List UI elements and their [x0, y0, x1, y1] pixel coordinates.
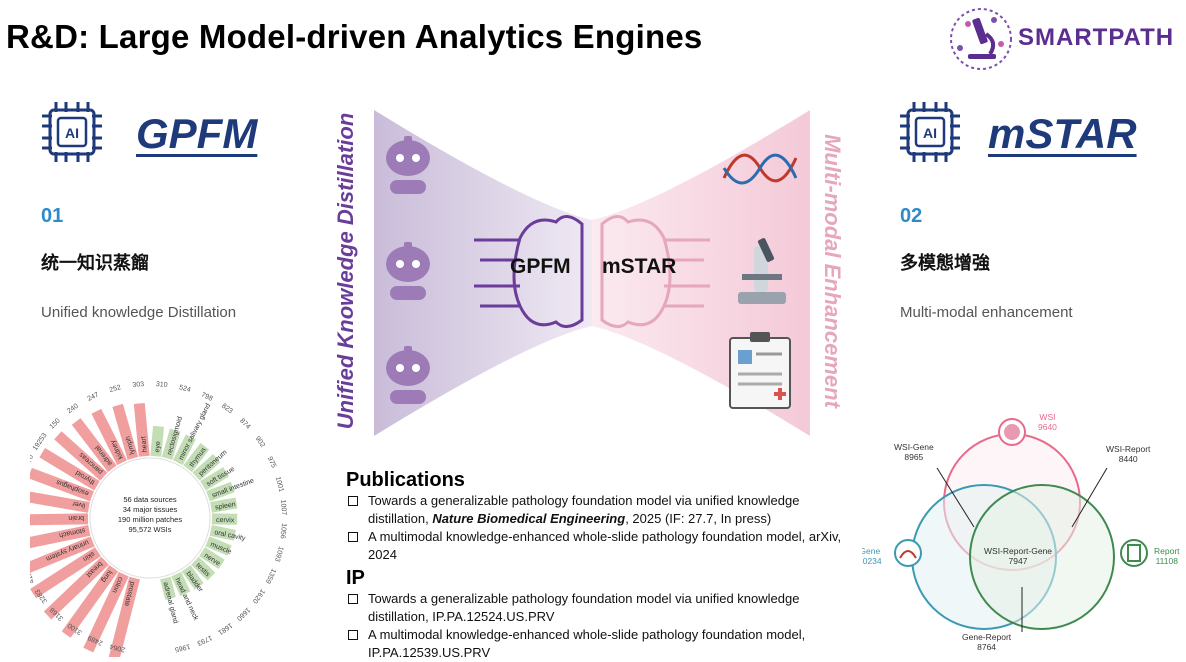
radial-count-label: 1007: [279, 499, 287, 515]
radial-count-label: 1793: [196, 634, 213, 647]
radial-center-text: 34 major tissues: [123, 505, 178, 514]
publication-text-end: , 2025 (IF: 27.7, In press): [625, 511, 772, 526]
publications-section: Publications Towards a generalizable pat…: [346, 468, 846, 662]
radial-center-text: 190 million patches: [118, 515, 182, 524]
vertical-label-left: Unified Knowledge Distillation: [333, 112, 358, 430]
radial-bar: cervix: [211, 513, 238, 525]
radial-tissue-label: brain: [68, 514, 84, 521]
svg-text:AI: AI: [65, 125, 79, 141]
section-number: 01: [41, 205, 64, 227]
radial-center-text: 56 data sources: [123, 495, 177, 504]
radial-count-label: 975: [266, 456, 277, 470]
distillation-diagram: [370, 110, 814, 436]
radial-bar: spleen: [210, 497, 238, 513]
logo-text: SMARTPATH: [1018, 24, 1175, 51]
radial-bar: lymph: [112, 403, 139, 460]
section-chinese-title: 统一知识蒸餾: [41, 253, 149, 273]
publication-journal: Nature Biomedical Engineering: [432, 511, 626, 526]
radial-tissue-label: spleen: [215, 501, 237, 511]
gpfm-title: GPFM: [136, 110, 258, 157]
radial-count-label: 823: [220, 403, 234, 416]
publication-item: Towards a generalizable pathology founda…: [346, 492, 846, 528]
brain-label-mstar: mSTAR: [602, 255, 677, 278]
radial-count-label: 150: [49, 417, 62, 430]
radial-tissue-label: lymph: [125, 435, 137, 455]
radial-tissue-label: liver: [71, 499, 86, 508]
radial-count-label: 310: [156, 381, 168, 389]
svg-text:AI: AI: [923, 125, 937, 141]
radial-count-label: 240: [66, 403, 80, 416]
radial-tissue-label: adrenal gland: [162, 581, 179, 624]
radial-count-label: 1093: [273, 545, 284, 562]
section-subtitle: Unified knowledge Distillation: [41, 304, 237, 321]
microscope-brain-logo-icon: [950, 8, 1012, 70]
section-number: 02: [900, 205, 923, 227]
radial-count-label: 2064: [109, 642, 126, 653]
radial-count-label: 1359: [264, 567, 277, 584]
radial-count-label: 524: [178, 384, 191, 394]
radial-bar: liver: [30, 490, 90, 513]
section-chinese-title: 多模態增強: [900, 253, 990, 273]
ip-heading: IP: [346, 567, 365, 589]
page-title: R&D: Large Model-driven Analytics Engine…: [6, 18, 703, 55]
radial-count-label: 902: [254, 435, 266, 449]
radial-bar: heart: [133, 402, 150, 457]
radial-count-label: 798: [200, 392, 214, 403]
ai-chip-icon: AI: [40, 100, 104, 164]
radial-tissue-label: eye: [154, 441, 162, 453]
publication-text: A multimodal knowledge-enhanced whole-sl…: [368, 529, 842, 562]
radial-count-label: 4121: [30, 567, 36, 584]
mstar-title: mSTAR: [988, 110, 1137, 157]
brain-label-gpfm: GPFM: [510, 255, 571, 278]
section-subtitle: Multi-modal enhancement: [900, 304, 1073, 321]
radial-tissue-label: heart: [140, 436, 148, 453]
smartpath-logo: [946, 4, 1178, 74]
microscope-icon: [738, 238, 786, 304]
radial-count-label: 1681: [216, 621, 233, 636]
radial-center-text: 95,572 WSIs: [129, 525, 172, 534]
radial-bar: brain: [30, 513, 89, 526]
radial-count-label: 247: [86, 391, 100, 402]
radial-count-label: 874: [238, 417, 251, 430]
publication-item: A multimodal knowledge-enhanced whole-sl…: [346, 528, 846, 564]
radial-count-label: 1965: [174, 642, 191, 653]
ip-item: Towards a generalizable pathology founda…: [346, 590, 846, 626]
publications-heading: Publications: [346, 469, 465, 491]
radial-count-label: 1001: [274, 476, 285, 493]
radial-count-label: 1056: [279, 523, 287, 539]
radial-count-label: 1620: [251, 588, 266, 605]
dna-icon: [722, 153, 798, 185]
radial-bar: eye: [150, 425, 165, 457]
vertical-label-right: Multi-modal Enhancement: [820, 134, 845, 408]
radial-tissue-label: cervix: [216, 517, 235, 524]
ai-chip-icon: AI: [898, 100, 962, 164]
radial-count-label: 303: [132, 381, 144, 389]
venn-gene-label: Gene10234: [862, 546, 882, 566]
radial-count-label: 252: [109, 384, 122, 394]
radial-count-label: 1660: [235, 606, 251, 622]
publication-text: Towards a generalizable pathology founda…: [368, 493, 800, 526]
ip-item: A multimodal knowledge-enhanced whole-sl…: [346, 626, 846, 662]
clipboard-report-icon: [729, 332, 791, 409]
